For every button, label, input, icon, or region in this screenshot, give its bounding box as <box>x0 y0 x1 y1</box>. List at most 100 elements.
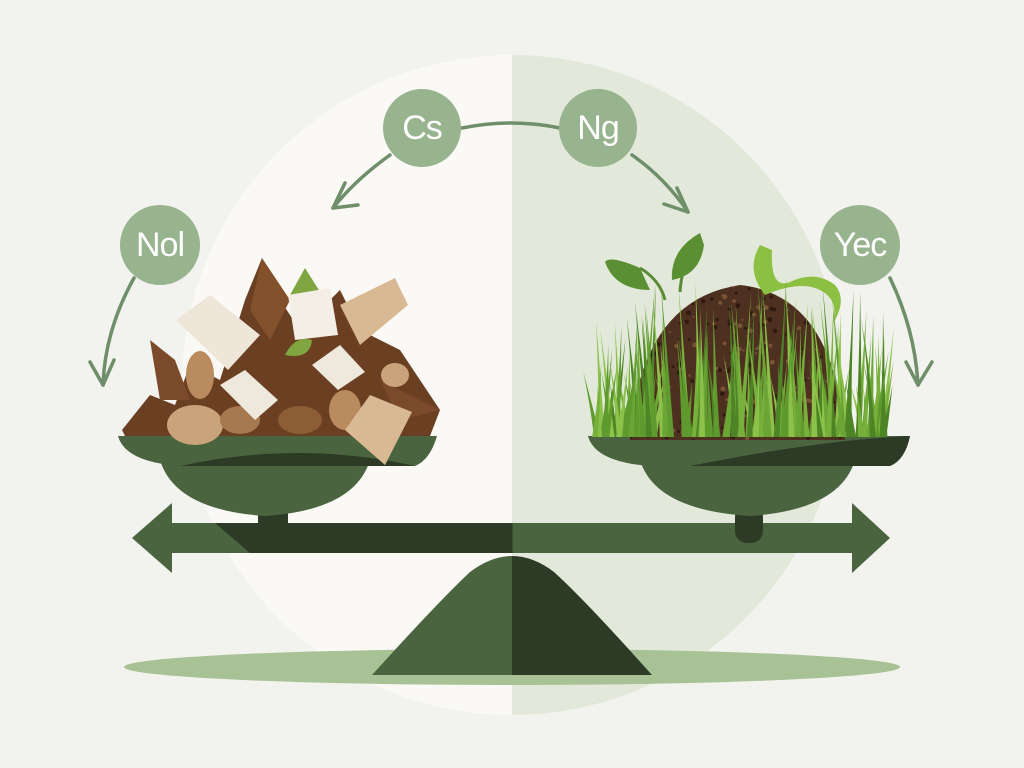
grass-blade <box>746 303 755 437</box>
grass-blade <box>737 292 752 437</box>
grass-blade <box>746 324 764 437</box>
right-pan <box>588 436 910 543</box>
soil-speck <box>669 331 672 334</box>
soil-speck <box>755 305 761 310</box>
soil-speck <box>772 328 778 334</box>
soil-speck <box>677 429 681 434</box>
grass-blade <box>691 343 698 437</box>
curled-leaf-icon <box>753 245 841 325</box>
grass-blade <box>701 328 708 437</box>
grass-blade <box>713 337 720 437</box>
soil-speck <box>762 299 765 302</box>
soil-speck <box>740 318 744 321</box>
grass-blade <box>661 315 669 437</box>
soil-speck <box>748 328 754 334</box>
grass-blade <box>844 289 854 437</box>
grass-blade <box>634 339 647 437</box>
grass-blade <box>831 355 847 437</box>
soil-speck <box>688 374 691 377</box>
grass-blade <box>603 371 617 437</box>
soil-speck <box>784 333 787 336</box>
soil-speck <box>722 413 727 417</box>
grass-blade <box>810 307 818 437</box>
soil-speck <box>709 297 714 301</box>
soil-speck <box>743 326 747 330</box>
badge-nol-label: Nol <box>136 226 184 264</box>
soil-speck <box>690 379 695 383</box>
soil-speck <box>715 366 719 370</box>
soil-speck <box>819 355 823 359</box>
soil-speck <box>748 371 751 375</box>
soil-speck <box>684 319 689 324</box>
grass-blade <box>780 377 787 437</box>
arrow-side-left-curve <box>101 276 136 387</box>
grass-blade <box>822 287 837 437</box>
soil-speck <box>734 291 738 295</box>
soil-speck <box>686 310 691 316</box>
grass-blade <box>601 343 609 437</box>
grass-blade <box>660 283 674 437</box>
connector-arc <box>460 121 562 130</box>
soil-speck <box>742 349 745 352</box>
soil-speck <box>833 401 836 404</box>
soil-speck <box>700 299 706 304</box>
grass-blade <box>613 325 622 437</box>
cycle-arrows <box>88 121 934 387</box>
grass-blade <box>678 335 693 437</box>
grass-blade <box>729 301 737 437</box>
grass-blade <box>752 373 760 437</box>
grass-blade <box>652 299 666 437</box>
leaf-icon <box>605 259 650 290</box>
soil-speck <box>732 299 736 303</box>
soil-speck <box>725 397 729 402</box>
sprout <box>605 233 841 325</box>
grass-blade <box>869 348 882 437</box>
soil-speck <box>722 341 727 346</box>
grass-blade <box>628 313 638 437</box>
soil-speck <box>720 386 726 392</box>
badge-nol: Nol <box>120 205 200 285</box>
grass-blade <box>650 378 664 437</box>
grass-blade <box>860 382 868 437</box>
soil-speck <box>721 426 724 429</box>
grass-blade <box>780 318 794 437</box>
soil-speck <box>737 323 743 329</box>
soil-speck <box>692 315 695 318</box>
soil-speck <box>747 287 751 291</box>
soil-speck <box>706 322 709 326</box>
soil-speck <box>762 306 765 309</box>
soil-speck <box>807 398 812 403</box>
grass-blade <box>773 277 787 437</box>
soil-speck <box>691 302 695 306</box>
arrow-right-head <box>662 186 690 214</box>
soil-speck <box>718 367 722 371</box>
soil-speck <box>721 294 724 297</box>
grass-blade <box>762 285 776 437</box>
badge-yec-label: Yec <box>834 226 887 264</box>
arrow-side-right-curve <box>888 276 920 387</box>
grass-blade <box>616 363 628 437</box>
soil-speck <box>796 326 802 331</box>
soil-speck <box>718 300 723 305</box>
soil-speck <box>671 365 675 369</box>
soil-speck <box>727 319 731 323</box>
brown-material-pile <box>122 258 440 465</box>
soil-speck <box>727 321 733 327</box>
soil-speck <box>715 317 719 322</box>
soil-speck <box>767 317 773 323</box>
badge-cs-label: Cs <box>402 109 442 147</box>
soil-speck <box>735 303 741 309</box>
soil-speck <box>769 295 774 299</box>
grass-blade <box>793 300 809 437</box>
grass-blade <box>641 315 653 437</box>
grass-blade <box>856 384 865 437</box>
soil-speck <box>755 347 759 351</box>
grass-blade <box>855 291 862 437</box>
green-leaf <box>290 268 322 295</box>
grass-blade <box>881 369 888 437</box>
grass-blade <box>646 309 658 437</box>
soil-speck <box>692 342 698 348</box>
grass-blade <box>609 359 623 437</box>
grass-blade <box>707 365 714 437</box>
